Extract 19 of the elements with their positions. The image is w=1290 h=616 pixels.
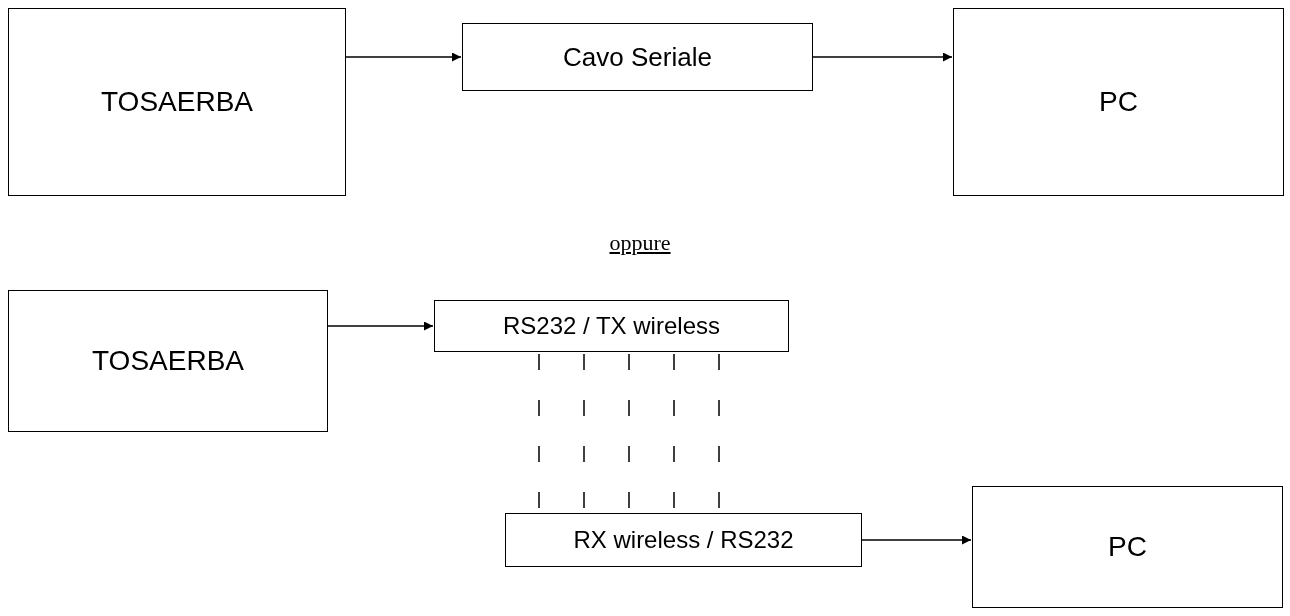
arrow: [812, 52, 953, 62]
process-box: [972, 486, 1283, 608]
box-label: PC: [1108, 531, 1147, 563]
box-label: PC: [1099, 86, 1138, 118]
process-box: [462, 23, 813, 91]
process-box: [953, 8, 1284, 196]
box-label: TOSAERBA: [92, 345, 244, 377]
arrow: [327, 321, 434, 331]
process-box: [434, 300, 789, 352]
box-label: Cavo Seriale: [563, 41, 712, 73]
box-label: TOSAERBA: [101, 86, 253, 118]
process-box: [8, 290, 328, 432]
arrow: [861, 535, 972, 545]
box-label: RS232 / TX wireless: [503, 312, 720, 340]
process-box: [505, 513, 862, 567]
process-box: [8, 8, 346, 196]
note-text: oppure: [609, 230, 671, 256]
arrow: [345, 52, 462, 62]
box-label: RX wireless / RS232: [573, 526, 794, 554]
